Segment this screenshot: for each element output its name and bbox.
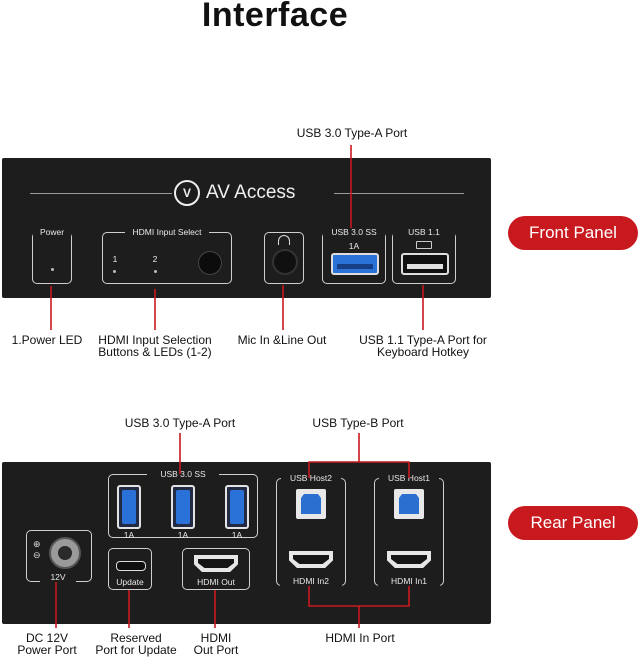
power-led (51, 268, 54, 271)
usb11-label-line1: USB 1.1 Type-A Port for (359, 333, 487, 347)
hdmi-select-label-line2: Buttons & LEDs (1-2) (98, 345, 212, 359)
rear-usb30-port-3[interactable] (225, 485, 249, 529)
rear-usb30-current-1: 1A (123, 530, 135, 540)
rear-usbb-callout: USB Type-B Port (312, 416, 404, 430)
hdmi-out-label-line1: HDMI (200, 631, 232, 645)
hdmi-out-box: HDMI Out (182, 548, 250, 590)
power-led-label: 1.Power LED (11, 333, 83, 347)
rear-panel-badge: Rear Panel (508, 506, 638, 540)
logo-divider-right (334, 193, 464, 194)
dc-power-box: ⊕⊖ (26, 530, 92, 582)
logo-divider-left (30, 193, 172, 194)
usb-host2-port[interactable] (296, 489, 326, 519)
callout-hdmi-in-bracket (308, 586, 410, 607)
rear-usb30-current-2: 1A (177, 530, 189, 540)
rear-usb30-box: USB 3.0 SS 1A 1A 1A (108, 469, 258, 540)
hdmi-out-label-line2: Out Port (193, 643, 239, 657)
rear-usb30-port-1[interactable] (117, 485, 141, 529)
power-indicator-box: Power (32, 227, 72, 284)
front-usb11-port[interactable] (401, 253, 449, 275)
update-port-box: Update (108, 548, 152, 590)
hdmi-out-port[interactable] (194, 555, 238, 572)
hdmi-in1-label: HDMI In1 (378, 576, 440, 586)
front-panel-badge: Front Panel (508, 216, 638, 250)
page-title: Interface (201, 0, 349, 34)
input-1-led (113, 270, 116, 273)
hdmi-select-box-label: HDMI Input Select (125, 227, 209, 237)
audio-jack[interactable] (272, 249, 298, 275)
hdmi-input-select-box: HDMI Input Select 1 2 (102, 227, 232, 284)
input-select-button[interactable] (198, 251, 222, 275)
dc-label-line1: DC 12V (25, 631, 69, 645)
input-2-led (154, 270, 157, 273)
hdmi-in-label: HDMI In Port (325, 631, 395, 645)
rear-usb30-callout: USB 3.0 Type-A Port (124, 416, 236, 430)
rear-usb30-box-label: USB 3.0 SS (147, 469, 219, 479)
hdmi-in1-port[interactable] (387, 551, 431, 568)
update-port[interactable] (116, 561, 146, 571)
front-panel-device: V AV Access Power HDMI Input Select 1 2 … (2, 158, 491, 298)
usb-host2-label: USB Host2 (281, 473, 341, 483)
front-usb30-port[interactable] (331, 253, 379, 275)
update-label-line2: Port for Update (95, 643, 177, 657)
hdmi-out-box-label: HDMI Out (197, 577, 235, 587)
led-1-label: 1 (112, 254, 118, 264)
headset-icon (278, 235, 290, 245)
keyboard-icon (416, 241, 432, 249)
power-box-label: Power (33, 227, 71, 237)
update-box-label: Update (116, 577, 144, 587)
rear-panel-device: USB 3.0 SS 1A 1A 1A USB Host2 HDMI In2 U… (2, 462, 491, 624)
dc-box-label: 12V (40, 572, 76, 582)
front-usb11-box: USB 1.1 (392, 227, 456, 284)
polarity-icon: ⊕⊖ (33, 539, 41, 560)
update-label-line1: Reserved (110, 631, 162, 645)
front-usb30-callout: USB 3.0 Type-A Port (296, 126, 408, 140)
led-2-label: 2 (152, 254, 158, 264)
usb-host1-port[interactable] (394, 489, 424, 519)
front-usb11-box-label: USB 1.1 (393, 227, 455, 237)
rear-usb30-port-2[interactable] (171, 485, 195, 529)
front-usb30-box: USB 3.0 SS 1A (322, 227, 386, 284)
dc-label-line2: Power Port (17, 643, 77, 657)
usb11-label-line2: Keyboard Hotkey (376, 345, 470, 359)
hdmi-in2-label: HDMI In2 (280, 576, 342, 586)
rear-usb30-current-3: 1A (231, 530, 243, 540)
front-usb30-box-label: USB 3.0 SS (323, 227, 385, 237)
mic-line-label: Mic In &Line Out (237, 333, 327, 347)
hdmi-in2-port[interactable] (289, 551, 333, 568)
callout-usbb-bracket (308, 461, 410, 478)
av-access-logo-icon: V (174, 180, 200, 206)
brand-name: AV Access (206, 182, 296, 203)
hdmi-select-label-line1: HDMI Input Selection (98, 333, 212, 347)
dc-jack[interactable] (49, 537, 81, 569)
front-usb30-current: 1A (348, 241, 360, 251)
audio-port-box (264, 232, 304, 284)
